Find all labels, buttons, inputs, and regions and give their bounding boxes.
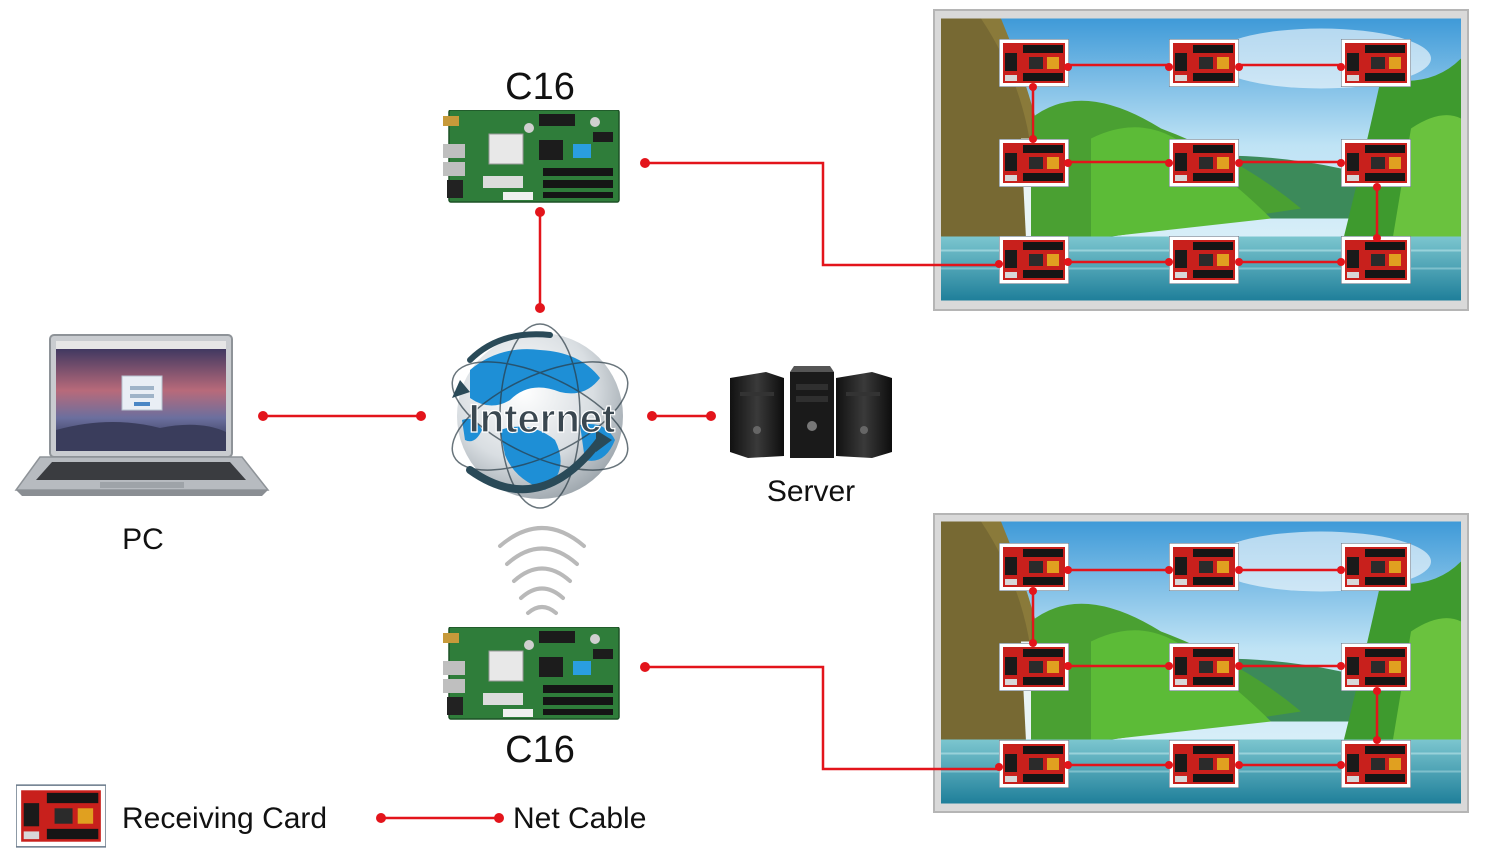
receiving-card [1169,39,1239,87]
c16-bottom-label: C16 [505,729,575,771]
c16-controller-bottom [443,627,620,720]
internet-globe-icon [451,323,629,509]
net-cables [263,161,999,771]
laptop-pc-icon [14,334,270,496]
legend-receiving-card-icon [16,784,106,848]
receiving-card [999,543,1069,591]
receiving-card [999,643,1069,691]
screen-bottom-receiving-cards [999,543,1411,788]
led-screen-bottom [933,513,1469,813]
receiving-card [1169,543,1239,591]
receiving-card [999,740,1069,788]
receiving-card [999,139,1069,187]
receiving-card [1169,643,1239,691]
internet-label: Internet [469,397,616,441]
cable-c16-top-to-screen-top [645,161,999,267]
receiving-card [999,39,1069,87]
legend: Receiving Card Net Cable [16,784,646,848]
receiving-card [1341,139,1411,187]
legend-receiving-card-label: Receiving Card [122,802,327,835]
c16-controller-top [443,110,620,203]
wireless-signal-icon [498,526,586,615]
pc-label: PC [122,523,164,556]
cable-c16-bottom-to-screen-bottom [645,665,999,771]
screen-top-receiving-cards [999,39,1411,284]
receiving-card [1341,740,1411,788]
receiving-card [1341,39,1411,87]
receiving-card [1169,236,1239,284]
receiving-card [1169,740,1239,788]
receiving-card [1169,139,1239,187]
net-cable-dots [258,158,716,672]
c16-top-label: C16 [505,66,575,108]
receiving-card [999,236,1069,284]
server-icon [730,366,892,458]
server-label: Server [767,475,855,508]
receiving-card [1341,236,1411,284]
led-screen-top [933,9,1469,311]
receiving-card [1341,543,1411,591]
receiving-card [1341,643,1411,691]
legend-net-cable-label: Net Cable [513,802,646,835]
